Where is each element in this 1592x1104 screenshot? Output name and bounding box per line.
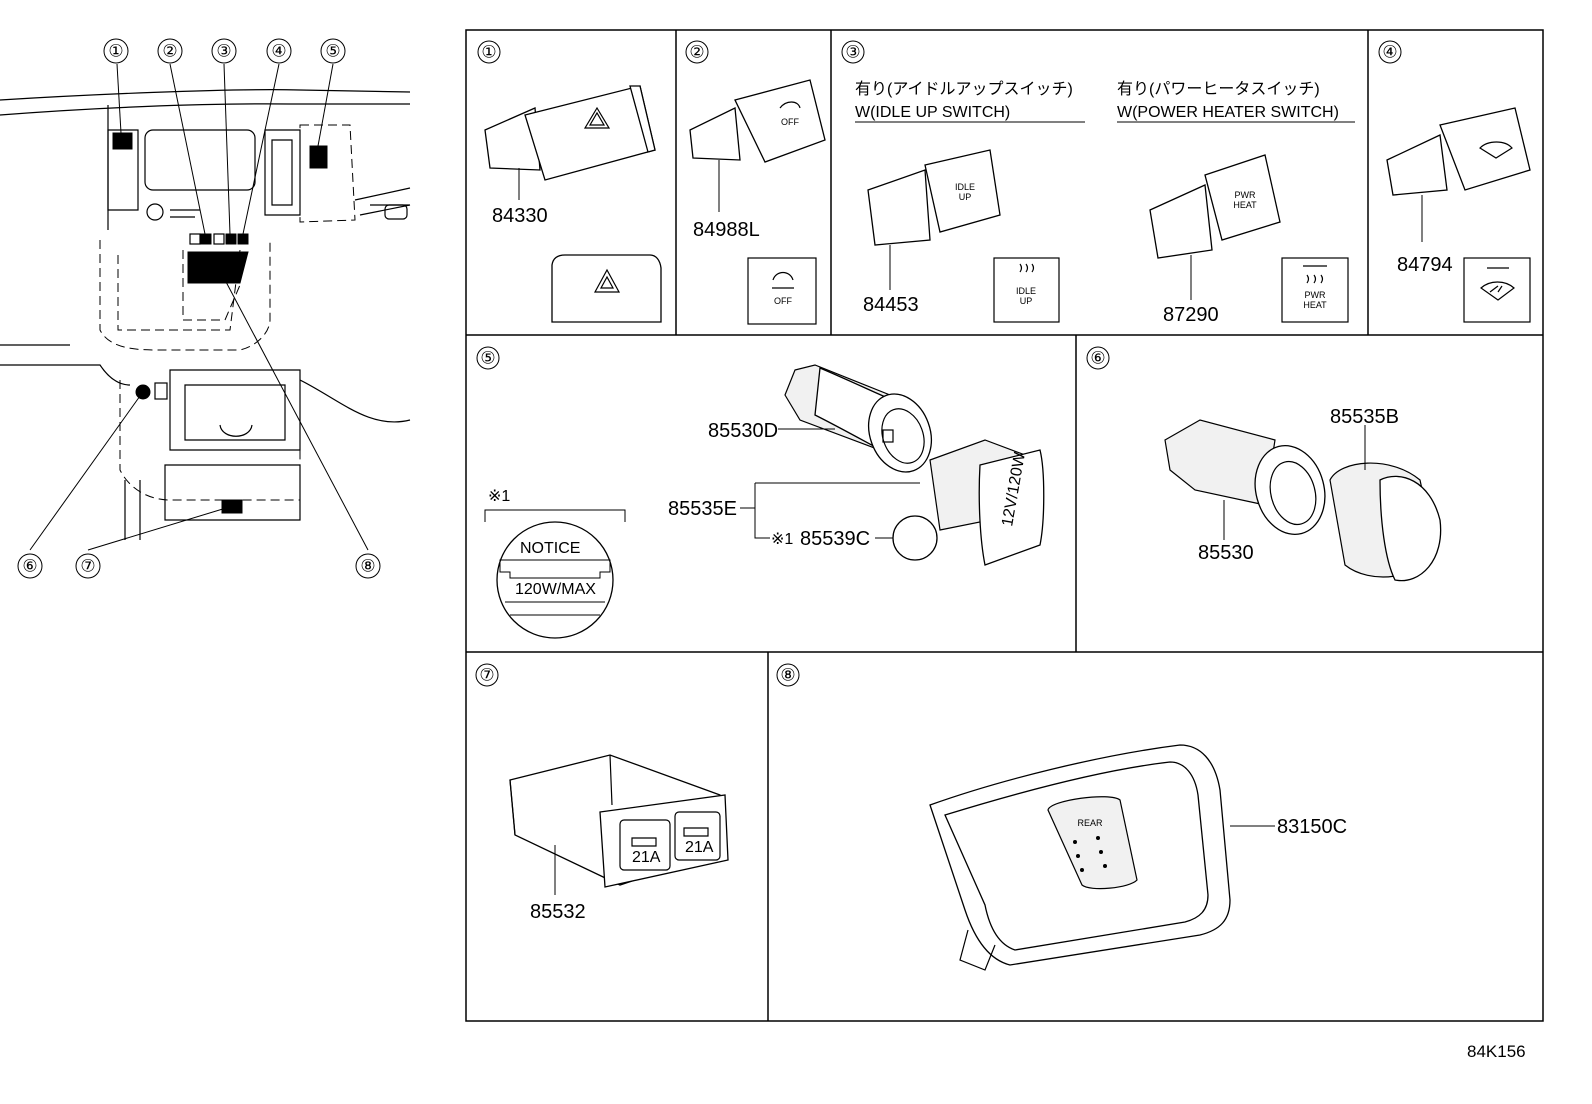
callout-8: ⑧: [355, 553, 381, 579]
panel-8-switch-text: REAR: [1077, 818, 1103, 828]
idle-up-switch-text-1: IDLE: [955, 182, 975, 192]
part-number-85530: 85530: [1198, 542, 1254, 564]
part-number-84330: 84330: [492, 205, 548, 227]
callout-6-label: ⑥: [22, 557, 37, 576]
callout-3: ③: [211, 38, 237, 64]
panel-2-index: ②: [689, 43, 704, 62]
panel-3-index: ③: [845, 43, 860, 62]
callout-6: ⑥: [17, 553, 43, 579]
ref-mark-85539C: ※1: [771, 531, 793, 548]
part-number-85530D: 85530D: [708, 420, 778, 442]
power-heater-icon-text-1: PWR: [1305, 290, 1326, 300]
panel-3-right-note-en: W(POWER HEATER SWITCH): [1117, 104, 1339, 121]
callout-8-label: ⑧: [360, 557, 375, 576]
panel-5-power-outlet: ⑤ 85530D 12V/120W 85535E ※1 85539C ※1 NO…: [476, 346, 1045, 639]
callout-4: ④: [266, 38, 292, 64]
callout-2: ②: [157, 38, 183, 64]
notice-ref-mark: ※1: [488, 488, 510, 505]
callout-1-label: ①: [108, 42, 123, 61]
callout-7: ⑦: [75, 553, 101, 579]
panel-3-idle-up-and-power-heater: ③ 有り(アイドルアップスイッチ) W(IDLE UP SWITCH) 有り(パ…: [841, 40, 1355, 326]
part-number-85535E: 85535E: [668, 498, 737, 520]
idle-up-switch-text-2: UP: [959, 192, 972, 202]
diagram-code: 84K156: [1467, 1042, 1526, 1061]
part-number-87290: 87290: [1163, 304, 1219, 326]
callout-4-label: ④: [271, 42, 286, 61]
power-heater-switch-text-1: PWR: [1235, 190, 1256, 200]
panel-6-power-outlet: ⑥ 85530 85535B: [1086, 346, 1442, 582]
panel-grid: [465, 29, 1544, 1022]
panel-3-right-note-jp: 有り(パワーヒータスイッチ): [1117, 80, 1320, 98]
panel-1-hazard-switch: ① 84330: [477, 40, 662, 323]
panel-4-defogger-switch: ④ 84794: [1378, 40, 1531, 323]
dashboard-overview: ① ② ③ ④ ⑤ ⑥ ⑦ ⑧: [0, 38, 411, 579]
panel-1-index: ①: [481, 43, 496, 62]
notice-text: 120W/MAX: [515, 581, 596, 598]
panel-8-rear-heater-panel: ⑧ REAR 83150C: [776, 663, 1347, 971]
panel-8-index: ⑧: [780, 666, 795, 685]
panel-2-traction-off-switch: ② OFF 84988L OFF: [685, 40, 826, 325]
panel-7-index: ⑦: [479, 666, 494, 685]
usb-socket-label-1: 21A: [632, 849, 661, 866]
panel-6-index: ⑥: [1090, 349, 1105, 368]
idle-up-icon-text-1: IDLE: [1016, 286, 1036, 296]
panel-7-usb-socket: ⑦ 21A 21A 85532: [475, 663, 729, 923]
part-number-85535B: 85535B: [1330, 406, 1399, 428]
callout-1: ①: [103, 38, 129, 64]
callout-5-label: ⑤: [325, 42, 340, 61]
panel-2-icon-text: OFF: [774, 296, 792, 306]
idle-up-icon-text-2: UP: [1020, 296, 1033, 306]
power-heater-icon-text-2: HEAT: [1303, 300, 1327, 310]
callout-5: ⑤: [320, 38, 346, 64]
part-number-85532: 85532: [530, 901, 586, 923]
panel-3-left-note-jp: 有り(アイドルアップスイッチ): [855, 80, 1073, 98]
part-number-84988L: 84988L: [693, 219, 760, 241]
callout-2-label: ②: [162, 42, 177, 61]
panel-5-index: ⑤: [480, 349, 495, 368]
panel-4-index: ④: [1382, 43, 1397, 62]
panel-2-part-icon-text: OFF: [781, 117, 799, 127]
panel-3-left-note-en: W(IDLE UP SWITCH): [855, 104, 1010, 121]
part-number-84453: 84453: [863, 294, 919, 316]
part-number-83150C: 83150C: [1277, 816, 1347, 838]
power-heater-switch-text-2: HEAT: [1233, 200, 1257, 210]
usb-socket-label-2: 21A: [685, 839, 714, 856]
part-number-84794: 84794: [1397, 254, 1453, 276]
part-number-85539C: 85539C: [800, 528, 870, 550]
notice-title: NOTICE: [520, 540, 580, 557]
callout-3-label: ③: [216, 42, 231, 61]
callout-7-label: ⑦: [80, 557, 95, 576]
